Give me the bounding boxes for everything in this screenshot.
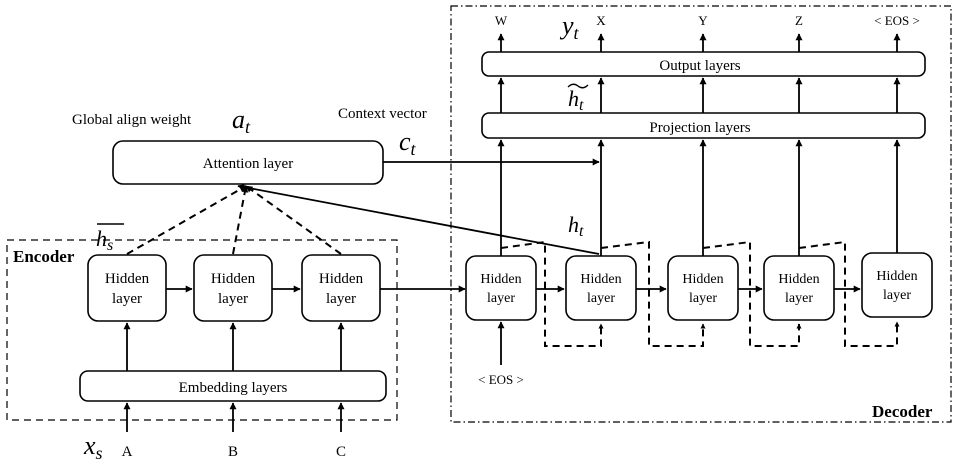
hidden-label-top: Hidden — [876, 269, 917, 284]
input-token-c: C — [336, 444, 346, 460]
input-feeding-loop-3 — [702, 240, 802, 347]
embedding-layers-label: Embedding layers — [179, 380, 288, 396]
encoder-label: Encoder — [13, 247, 75, 266]
input-token-a: A — [122, 444, 133, 460]
hidden-label-bottom: layer — [218, 291, 248, 307]
hidden-label-bottom: layer — [326, 291, 356, 307]
input-token-b: B — [228, 444, 238, 460]
output-token-y: Y — [698, 13, 708, 28]
tilde-mark — [567, 83, 589, 89]
decoder-frame — [450, 5, 952, 423]
global-align-weight-label: Global align weight — [72, 112, 192, 128]
decoder-hidden-layer-1: Hidden layer — [465, 255, 537, 321]
decoder-label: Decoder — [872, 402, 933, 421]
projection-layers-label: Projection layers — [649, 120, 750, 136]
output-token-eos: < EOS > — [874, 13, 920, 28]
hidden-label-top: Hidden — [480, 272, 521, 287]
hidden-label-bottom: layer — [689, 291, 717, 306]
output-layers-label: Output layers — [659, 58, 740, 74]
output-token-z: Z — [795, 13, 803, 28]
decoder-hidden-layer-5: Hidden layer — [861, 252, 933, 318]
decoder-hidden-layer-2: Hidden layer — [565, 255, 637, 321]
hidden-label-bottom: layer — [883, 288, 911, 303]
encoder-state-symbol-hs: hs — [96, 226, 113, 254]
hidden-symbol-ht: ht — [568, 212, 584, 240]
context-vector-label: Context vector — [338, 106, 427, 122]
hidden-label-top: Hidden — [211, 271, 256, 287]
hidden-label-top: Hidden — [682, 272, 723, 287]
hidden-label-bottom: layer — [487, 291, 515, 306]
hidden-label-bottom: layer — [587, 291, 615, 306]
decoder-hidden-layer-4: Hidden layer — [763, 255, 835, 321]
hidden-label-top: Hidden — [778, 272, 819, 287]
start-token-label: < EOS > — [478, 372, 524, 387]
weight-symbol-at: at — [232, 105, 251, 137]
output-token-w: W — [495, 13, 508, 28]
decoder-state-to-attention — [237, 183, 600, 255]
attention-link-3 — [245, 185, 342, 255]
encoder-hidden-layer-3: Hidden layer — [301, 254, 381, 322]
input-feeding-loop-1 — [500, 240, 604, 347]
hidden-label-top: Hidden — [319, 271, 364, 287]
encoder-hidden-layer-1: Hidden layer — [87, 254, 167, 322]
decoder-hidden-layer-3: Hidden layer — [667, 255, 739, 321]
attention-link-1 — [126, 185, 247, 255]
hidden-label-bottom: layer — [785, 291, 813, 306]
output-token-x: X — [596, 13, 606, 28]
context-symbol-ct: ct — [399, 127, 417, 159]
encoder-hidden-layer-2: Hidden layer — [193, 254, 273, 322]
input-feeding-loop-4 — [798, 240, 900, 347]
hidden-label-bottom: layer — [112, 291, 142, 307]
attentional-hidden-symbol: ht — [568, 86, 584, 114]
hidden-label-top: Hidden — [105, 271, 150, 287]
attention-layer-label: Attention layer — [203, 156, 293, 172]
attention-link-2 — [232, 185, 249, 255]
output-symbol-yt: yt — [559, 11, 580, 43]
encoder-frame — [6, 239, 398, 421]
hidden-label-top: Hidden — [580, 272, 621, 287]
input-symbol-xs: xs — [83, 431, 103, 463]
